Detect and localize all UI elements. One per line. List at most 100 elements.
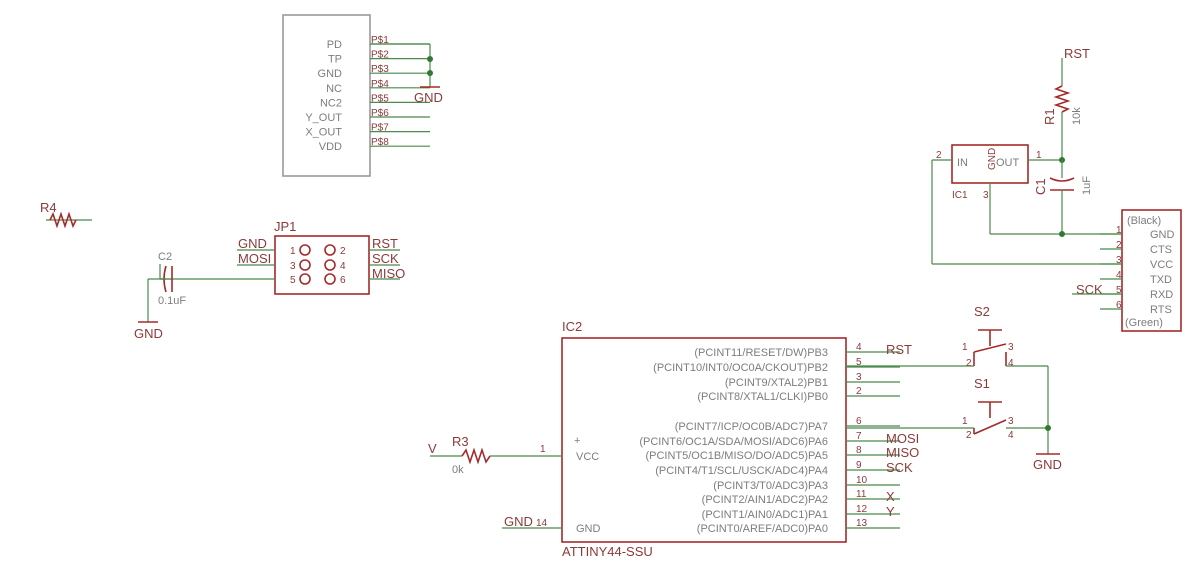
ic2-pin-label: (PCINT3/T0/ADC3)PA3 — [713, 480, 828, 492]
connector-pin-label: TP — [328, 54, 342, 66]
ic2-pin-number: 6 — [856, 416, 862, 427]
ftdi-sck: SCK — [1076, 282, 1103, 297]
reg-pin-gnd: 3 — [983, 190, 989, 201]
s2-pin-1: 1 — [962, 342, 968, 353]
jp1-pad — [299, 244, 311, 256]
c2-gnd: GND — [134, 326, 163, 341]
s1-pin-3: 3 — [1008, 416, 1014, 427]
ftdi-body — [1121, 209, 1182, 332]
ic2-pin-number: 10 — [856, 475, 868, 486]
reg-pin-in: 2 — [936, 150, 942, 161]
ic2-gnd-net: GND — [504, 514, 533, 529]
s1-pin-1: 1 — [962, 416, 968, 427]
reg-gnd: GND — [987, 148, 998, 170]
ic2-pin-number: 9 — [856, 460, 862, 471]
switch-gnd-label: GND — [1033, 457, 1062, 472]
junction-dot — [427, 56, 433, 62]
connector-pin-label: NC2 — [320, 97, 342, 109]
switch-s2: S2 1 2 3 4 — [846, 304, 1048, 369]
ic2-pin-label: (PCINT7/ICP/OC0B/ADC7)PA7 — [675, 421, 828, 433]
reg-in: IN — [957, 157, 968, 169]
jp1-pad — [299, 273, 311, 285]
connector-pin-label: PD — [327, 39, 342, 51]
jp1-pad — [324, 259, 336, 271]
regulator-section: RST R1 10k IN GND OUT IC1 2 1 3 C1 1uF — [931, 46, 1122, 265]
jp1-pad — [324, 273, 336, 285]
jp1-net-sck: SCK — [372, 251, 399, 266]
ftdi-pin-number: 3 — [1116, 255, 1122, 266]
jp1-net-rst: RST — [372, 236, 398, 251]
connector-pad-label: P$1 — [371, 35, 389, 46]
connector-pad-label: P$5 — [371, 93, 389, 104]
connector-pin-label: Y_OUT — [305, 112, 342, 124]
jp1-pin-number: 1 — [290, 246, 296, 257]
ftdi-pin-label: GND — [1150, 229, 1175, 241]
ic2-pin-number: 13 — [856, 518, 868, 529]
ic2-pin-net: RST — [886, 342, 912, 357]
jp1-net-miso: MISO — [372, 266, 405, 281]
switch-gnd: GND — [1033, 366, 1062, 472]
ic2-name: IC2 — [562, 319, 582, 334]
ic2-vcc: VCC — [576, 451, 599, 463]
ic2-pin-net: SCK — [886, 460, 913, 475]
ic2-pin-label: (PCINT5/OC1B/MISO/DO/ADC5)PA5 — [645, 450, 828, 462]
jp1-pin-number: 5 — [290, 275, 296, 286]
s2-pin-3: 3 — [1008, 342, 1014, 353]
s1-pin-4: 4 — [1008, 430, 1014, 441]
connector-pad-label: P$8 — [371, 137, 389, 148]
ftdi-pin-number: 4 — [1116, 270, 1122, 281]
ic2-pin-number: 7 — [856, 431, 862, 442]
ftdi-pin-number: 5 — [1116, 285, 1122, 296]
jp1-pin-number: 6 — [340, 275, 346, 286]
ic2-pin-number: 12 — [856, 504, 868, 515]
s2-name: S2 — [974, 304, 990, 319]
ftdi-pin-label: TXD — [1150, 274, 1172, 286]
c2-name: C2 — [158, 251, 172, 263]
jp1-pin-number: 3 — [290, 261, 296, 272]
r3-value: 0k — [452, 464, 464, 476]
ic2-pin-net: MISO — [886, 445, 919, 460]
ic2-pin-label: (PCINT10/INT0/OC0A/CKOUT)PB2 — [653, 362, 828, 374]
ic2-pin-number: 3 — [856, 372, 862, 383]
reg-name: IC1 — [952, 190, 968, 201]
resistor-symbol — [1053, 85, 1071, 113]
ic2-attiny44: IC2 + VCC GND ATTINY44-SSU 1 GND 14 (PCI… — [430, 319, 919, 559]
r3-name: R3 — [452, 434, 469, 449]
ic2-gnd: GND — [576, 523, 601, 535]
ic2-pin-number: 5 — [856, 357, 862, 368]
s2-pin-4: 4 — [1008, 358, 1014, 369]
connector-pad-label: P$4 — [371, 79, 389, 90]
ic2-pin-net: X — [886, 489, 895, 504]
reg-pin-out: 1 — [1036, 150, 1042, 161]
resistor-symbol — [461, 447, 491, 465]
connector-pin-label: NC — [326, 83, 342, 95]
ic2-pin-number: 4 — [856, 342, 862, 353]
ic2-pin-label: (PCINT11/RESET/DW)PB3 — [694, 347, 828, 359]
ftdi-pin-number: 1 — [1116, 225, 1122, 236]
connector-body — [282, 14, 371, 177]
ic2-pin-label: (PCINT4/T1/SCL/USCK/ADC4)PA4 — [655, 465, 828, 477]
jp1-pin-number: 4 — [340, 261, 346, 272]
s1-pin-2: 2 — [966, 430, 972, 441]
resistor-r4: R4 — [40, 200, 92, 229]
ftdi-pin-label: VCC — [1150, 259, 1173, 271]
junction-dot — [1059, 231, 1065, 237]
jp1-net-mosi: MOSI — [238, 251, 271, 266]
jp1-net-gnd: GND — [238, 236, 267, 251]
ftdi-pin-label: RXD — [1150, 289, 1173, 301]
c1-name: C1 — [1033, 178, 1048, 195]
r1-name: R1 — [1042, 108, 1057, 125]
rst-label: RST — [1064, 46, 1090, 61]
connector-pin-label: GND — [318, 68, 343, 80]
jp1-pad — [299, 259, 311, 271]
ic2-pin-label: (PCINT1/AIN0/ADC1)PA1 — [702, 509, 828, 521]
r1-value: 10k — [1071, 107, 1083, 125]
junction-dot — [427, 70, 433, 76]
gnd-label: GND — [414, 90, 443, 105]
ic2-pin-number: 11 — [856, 489, 867, 500]
switch-s1: S1 1 2 3 4 — [846, 376, 1048, 441]
resistor-r3: R3 0k V — [428, 434, 469, 476]
r4-name: R4 — [40, 200, 57, 215]
